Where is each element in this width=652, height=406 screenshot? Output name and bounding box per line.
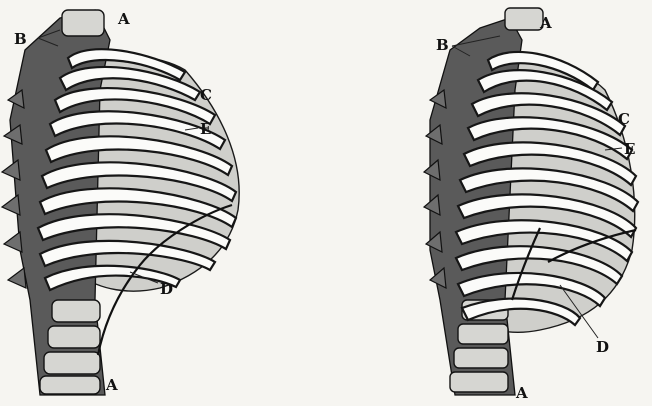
right-label-bottom-a: A bbox=[515, 384, 528, 402]
right-thorax-figure: A B C E D A bbox=[424, 8, 638, 402]
left-label-c: C bbox=[200, 86, 212, 104]
right-label-top-a: A bbox=[539, 14, 552, 32]
left-label-d: D bbox=[160, 280, 173, 298]
left-label-top-a: A bbox=[117, 10, 130, 28]
left-label-bottom-a: A bbox=[105, 376, 118, 394]
left-label-b: B bbox=[14, 30, 27, 48]
right-label-b: B bbox=[436, 36, 449, 54]
left-thorax-figure: A B C E D A bbox=[2, 10, 239, 395]
right-label-c: C bbox=[618, 110, 630, 128]
right-label-d: D bbox=[596, 338, 609, 356]
left-label-e: E bbox=[200, 120, 211, 138]
right-label-e: E bbox=[624, 140, 635, 158]
